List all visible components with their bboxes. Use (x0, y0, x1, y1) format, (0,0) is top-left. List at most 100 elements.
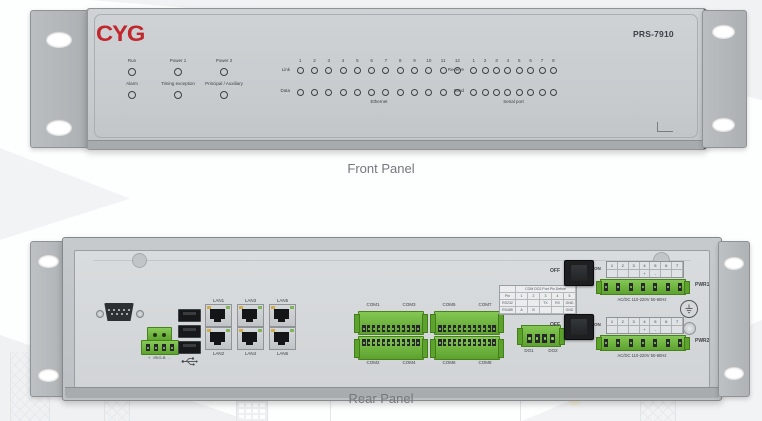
link-led (453, 67, 461, 74)
screw-dot (641, 342, 644, 344)
terminal-number: 4 (640, 318, 651, 325)
screw-dot (678, 342, 681, 344)
terminal-symbols: +- (607, 269, 684, 277)
lan-port-label: LAN4 (244, 351, 257, 356)
pin-table-cell: A (516, 307, 528, 314)
status-led-item: Run (109, 57, 155, 76)
pin-table-row-name: RS485 (500, 307, 516, 314)
led-channel-column: 6 (364, 57, 378, 96)
screw-dot (666, 286, 669, 288)
screw-dot (402, 327, 405, 330)
screw-dot (387, 327, 390, 330)
pwr2-label: PWR2 (695, 338, 710, 344)
screw-dot (478, 327, 481, 330)
on-label: ON (594, 266, 601, 271)
receive-label: Receive (447, 67, 464, 72)
pin-table-row-header: Pin (500, 293, 516, 300)
db9-serial-connector (96, 299, 144, 327)
pin-table-cell: GND (564, 300, 576, 307)
lan-port (269, 304, 296, 327)
usb-icon (181, 357, 198, 366)
pin-table-col: 3 (540, 293, 552, 300)
receive-led (515, 67, 523, 74)
power-terminal (628, 283, 633, 291)
screw-dot (543, 337, 547, 340)
screw-dot (407, 341, 410, 344)
terminal-symbol (607, 326, 618, 333)
channel-number: 4 (341, 58, 345, 63)
terminal-screw (396, 325, 401, 332)
screw-dot (372, 327, 375, 330)
rocker-switch (564, 314, 594, 340)
led-channel-column: 1 (468, 57, 479, 96)
do-terminal-block (517, 325, 565, 347)
channel-number: 10 (426, 58, 432, 63)
on-label: ON (594, 322, 601, 327)
rear-chassis: + IRIG-B - (62, 237, 722, 401)
terminal-screw (462, 339, 467, 346)
port-tab (278, 319, 285, 322)
screw-dot (382, 327, 385, 330)
screw-dot (468, 341, 471, 344)
terminal-row (438, 339, 496, 346)
terminal-number: 5 (650, 318, 662, 325)
lan-port-label: LAN5 (276, 298, 289, 303)
lan-port (237, 327, 264, 350)
status-led-label: Power 1 (169, 58, 187, 63)
power-terminal-block (596, 335, 690, 351)
rear-panel-caption: Rear Panel (348, 391, 414, 406)
terminal-number: 2 (618, 262, 629, 269)
send-led (538, 89, 546, 96)
terminal-screw (401, 325, 406, 332)
data-led (439, 89, 447, 96)
port-opening (210, 309, 225, 319)
terminal-screw (386, 325, 391, 332)
power-terminal (616, 283, 621, 291)
data-led (368, 89, 376, 96)
terminal-screw (472, 339, 477, 346)
terminal-number: 2 (618, 318, 629, 325)
terminal-row (362, 339, 420, 346)
terminal-row (438, 325, 496, 332)
irig-b-connector: + IRIG-B - (140, 327, 179, 360)
power-terminal (677, 283, 682, 291)
status-led-label: Run (127, 58, 137, 63)
led-channel-column: 4 (336, 57, 350, 96)
terminal-screw (438, 325, 442, 332)
terminal-symbol (629, 326, 640, 333)
channel-number: 2 (483, 58, 487, 63)
terminal-number: 6 (661, 262, 673, 269)
status-led (174, 91, 182, 99)
rack-ear-left (30, 10, 90, 148)
screw-dot (473, 327, 476, 330)
channel-number: 6 (529, 58, 532, 63)
terminal-screw (362, 325, 366, 332)
receive-led (492, 67, 500, 74)
screw-dot (666, 342, 669, 344)
screw-dot (438, 327, 441, 330)
screw-dot (412, 341, 415, 344)
terminal-symbol: - (650, 326, 662, 333)
green-led (290, 306, 294, 309)
link-led (325, 67, 333, 74)
do-terminal (526, 334, 532, 343)
power-terminal (665, 283, 670, 291)
screw-dot (617, 342, 620, 344)
com-label: COM6 (442, 360, 456, 365)
link-led (310, 67, 318, 74)
receive-led (538, 67, 546, 74)
terminal-screw (452, 339, 457, 346)
terminal-screw (477, 339, 482, 346)
data-led (425, 89, 433, 96)
terminal-screw (447, 325, 452, 332)
terminal-screw (462, 325, 467, 332)
data-label: Data (280, 88, 290, 93)
channel-number: 11 (440, 58, 446, 63)
terminal-screw (482, 339, 487, 346)
